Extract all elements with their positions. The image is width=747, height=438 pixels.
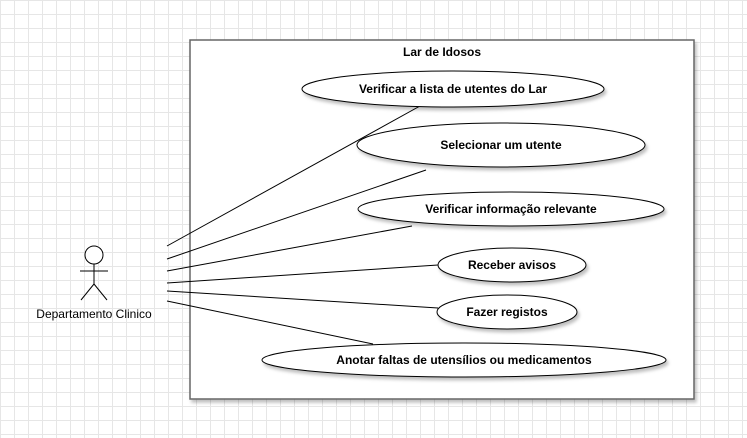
association-uc5[interactable]	[166, 290, 439, 309]
use-case-label: Verificar a lista de utentes do Lar	[359, 82, 547, 96]
use-case[interactable]: Anotar faltas de utensílios ou medicamen…	[261, 342, 667, 378]
use-case-label: Selecionar um utente	[440, 138, 562, 152]
association-uc3[interactable]	[166, 225, 413, 272]
system-title: Lar de Idosos	[403, 45, 481, 59]
use-case[interactable]: Fazer registos	[436, 294, 578, 330]
association-uc2[interactable]	[166, 169, 427, 260]
associations	[166, 105, 439, 345]
association-uc4[interactable]	[166, 264, 439, 284]
actor[interactable]: Departamento Clinico	[36, 245, 152, 321]
use-case[interactable]: Verificar a lista de utentes do Lar	[301, 70, 605, 108]
use-case[interactable]: Selecionar um utente	[356, 122, 646, 168]
use-case-label: Receber avisos	[468, 258, 556, 272]
use-case-label: Anotar faltas de utensílios ou medicamen…	[336, 353, 592, 367]
use-case[interactable]: Verificar informação relevante	[357, 191, 665, 227]
use-case-label: Verificar informação relevante	[425, 202, 597, 216]
association-uc1[interactable]	[166, 105, 421, 247]
association-uc6[interactable]	[166, 300, 374, 345]
use-case-label: Fazer registos	[466, 305, 548, 319]
use-case[interactable]: Receber avisos	[437, 247, 587, 283]
stick-figure-icon	[80, 245, 108, 301]
actor-name: Departamento Clinico	[36, 307, 152, 321]
